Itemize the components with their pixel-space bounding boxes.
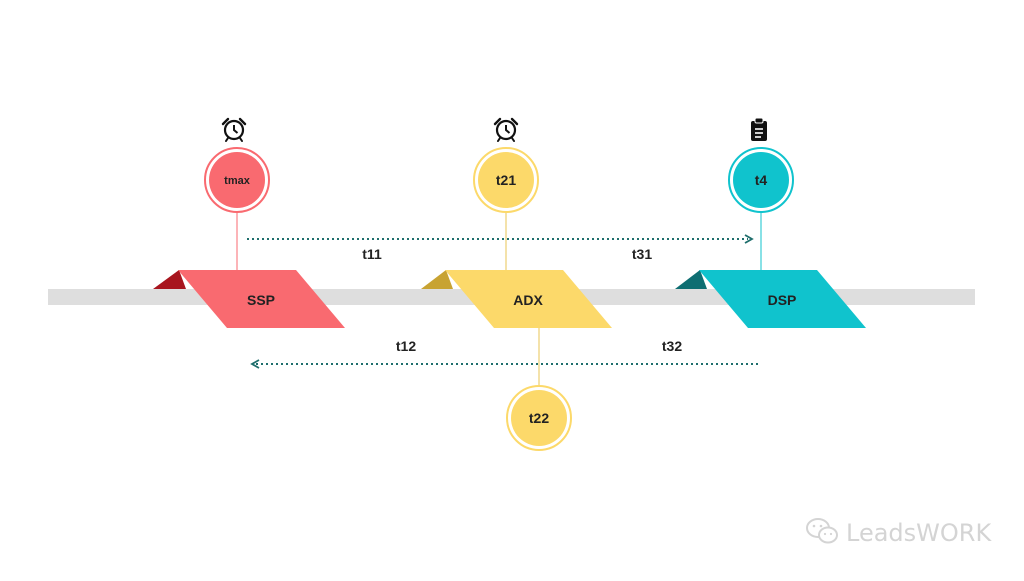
adx-shape [445, 270, 612, 328]
forward-arrow [247, 234, 754, 244]
backward-arrow [250, 359, 760, 369]
node-t21: t21 [473, 147, 539, 213]
node-tmax: tmax [204, 147, 270, 213]
label-t11: t11 [362, 246, 382, 262]
node-t22-label: t22 [529, 410, 549, 426]
clipboard-icon [751, 117, 767, 141]
ssp-fold [153, 270, 186, 289]
adx-fold [421, 270, 453, 289]
dsp-block: DSP [675, 270, 866, 328]
ssp-shape [178, 270, 345, 328]
alarm-clock-icon [221, 117, 247, 142]
ssp-label: SSP [247, 292, 275, 308]
adx-label: ADX [513, 292, 543, 308]
dsp-label: DSP [768, 292, 797, 308]
alarm-clock-icon [493, 117, 519, 142]
node-t4-label: t4 [755, 172, 768, 188]
ssp-block: SSP [153, 270, 345, 328]
watermark: LeadsWORK [806, 518, 992, 547]
node-t22: t22 [506, 385, 572, 451]
node-t21-label: t21 [496, 172, 516, 188]
label-t12: t12 [396, 338, 416, 354]
dsp-fold [675, 270, 707, 289]
node-tmax-label: tmax [224, 175, 251, 187]
label-t31: t31 [632, 246, 652, 262]
dsp-shape [699, 270, 866, 328]
label-t32: t32 [662, 338, 682, 354]
wechat-icon [806, 518, 838, 544]
watermark-text: LeadsWORK [846, 519, 992, 547]
node-t4: t4 [728, 147, 794, 213]
adx-block: ADX [421, 270, 612, 328]
